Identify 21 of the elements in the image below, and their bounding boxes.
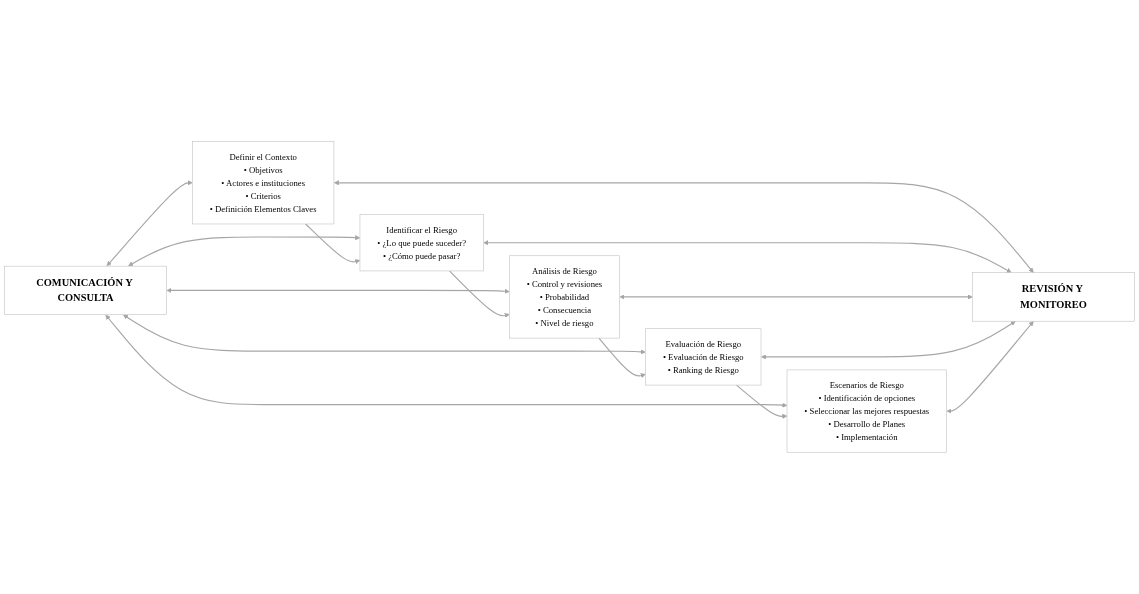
arrow	[105, 314, 788, 408]
arrow	[333, 180, 1034, 273]
node-box: Escenarios de Riesgo • Identificación de opciones • Seleccionar las mejores respuestas • Desarrollo de Planes • Implementación	[786, 369, 947, 453]
arrow	[106, 180, 193, 267]
node-box: REVISIÓN Y MONITOREO	[972, 272, 1135, 322]
node-box: Identificar el Riesgo • ¿Lo que puede suceder? • ¿Cómo puede pasar?	[359, 214, 484, 272]
node-box: Evaluación de Riesgo • Evaluación de Riesgo • Ranking de Riesgo	[645, 328, 762, 386]
arrow	[946, 321, 1034, 414]
arrow	[128, 235, 361, 267]
arrow	[166, 287, 510, 294]
node-box: Definir el Contexto • Objetivos • Actores e instituciones • Criterios • Definición Elementos Claves	[192, 141, 335, 225]
arrow	[305, 223, 361, 265]
arrow	[598, 337, 646, 379]
node-box: COMUNICACIÓN Y CONSULTA	[4, 265, 167, 316]
arrow	[483, 240, 1012, 273]
node-box: Análisis de Riesgo • Control y revisiones • Probabilidad • Consecuencia • Nivel de riesgo	[509, 255, 620, 339]
arrow	[448, 270, 510, 319]
arrow	[761, 321, 1016, 360]
arrow	[735, 384, 788, 419]
arrow	[619, 294, 973, 300]
arrow	[123, 314, 646, 355]
